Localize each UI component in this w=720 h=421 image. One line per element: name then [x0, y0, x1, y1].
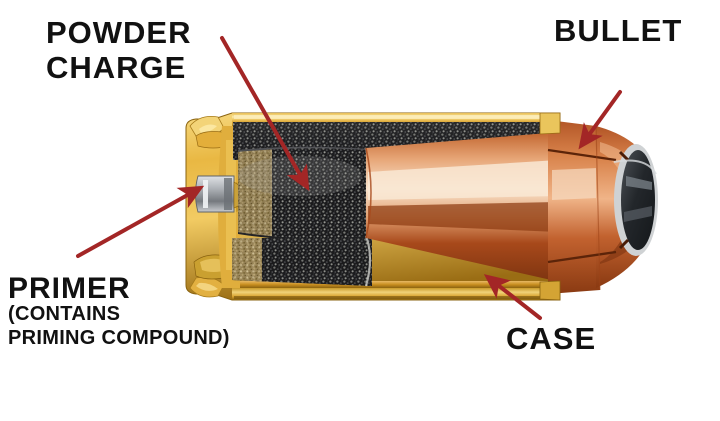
rim-highlight-bottom	[196, 282, 218, 291]
bullet-arrow	[578, 90, 622, 150]
cavity-rim-highlight	[613, 159, 657, 175]
powder-charge-arrow	[220, 36, 310, 192]
hollow-point-cavity	[621, 150, 655, 250]
jacket-skive-bottom	[547, 250, 617, 264]
label-primer: PRIMER	[8, 272, 131, 305]
case-mouth-bottom	[539, 280, 561, 301]
powder-band-bottom-pale	[232, 238, 262, 286]
primer-cup-shade	[224, 178, 232, 210]
label-case: CASE	[506, 321, 597, 356]
bullet-body	[548, 120, 600, 294]
powder-mass-grain-pale	[238, 148, 272, 239]
bullet-base-edge	[365, 147, 372, 239]
cavity-inner-edge-top	[626, 176, 652, 190]
powder-edge-highlight	[364, 235, 372, 287]
cavity-petal-cuts	[618, 150, 630, 250]
bullet-body-seam	[595, 125, 601, 291]
bullet-body-highlight	[552, 168, 598, 200]
case-mouth-top	[539, 112, 561, 135]
primer-cup-highlight	[203, 180, 208, 208]
bullet-shank-shadow	[368, 202, 558, 232]
bullet-shank-highlight	[368, 160, 558, 200]
rim-highlight-top	[199, 124, 217, 133]
case-wall-top-highlight	[234, 115, 558, 119]
case-wall-bottom-shadow	[234, 296, 558, 299]
label-primer-note: (CONTAINS PRIMING COMPOUND)	[8, 303, 230, 349]
primer-arrow	[76, 185, 205, 258]
label-powder-charge: POWDER CHARGE	[46, 15, 192, 85]
case-mouth	[539, 112, 561, 301]
annotation-arrows	[76, 36, 622, 320]
jacket-skive-top	[547, 148, 617, 162]
cavity-inner-edge-bottom	[624, 206, 652, 222]
case-arrow	[483, 274, 542, 320]
bullet	[365, 120, 658, 294]
label-bullet: BULLET	[554, 13, 683, 48]
